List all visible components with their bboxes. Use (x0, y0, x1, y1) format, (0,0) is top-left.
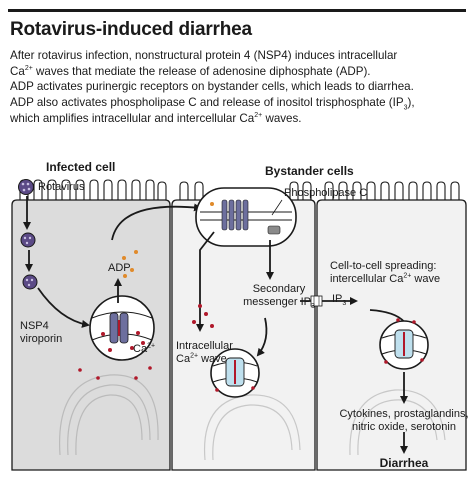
calcium-label: Ca2+ (133, 342, 156, 355)
mediators-label: Cytokines, prostaglandins, nitric oxide,… (339, 408, 469, 433)
cytosolic-calcium (78, 366, 152, 380)
description-line: ADP activates purinergic receptors on by… (10, 80, 414, 94)
ip3-receptor-zoom-1 (210, 348, 260, 398)
phospholipase-label: Phospholipase C (284, 187, 368, 199)
calcium-wave-dots (192, 304, 214, 328)
description-line: ADP also activates phospholipase C and r… (10, 96, 415, 112)
nsp4-arrow (37, 287, 90, 328)
rotavirus-particle (22, 274, 38, 290)
microvilli (179, 181, 312, 200)
cell-to-cell-spreading-label: Cell-to-cell spreading: intercellular Ca… (330, 260, 441, 285)
figure-description: After rotavirus infection, nonstructural… (10, 48, 466, 127)
endoplasmic-reticulum (58, 374, 159, 456)
bystander-cells-label: Bystander cells (265, 164, 354, 178)
description-line: which amplifies intracellular and interc… (10, 111, 302, 125)
secondary-messenger-label: Secondary messenger IP3 (243, 283, 315, 310)
description-line: After rotavirus infection, nonstructural… (10, 49, 398, 62)
description-line: Ca2+ waves that mediate the release of a… (10, 64, 371, 78)
diarrhea-label: Diarrhea (379, 456, 429, 470)
intracellular-wave-label: Intracellular Ca2+ wave (176, 340, 233, 365)
receptor-to-er-arrow (196, 231, 215, 332)
rotavirus-particle (18, 179, 34, 195)
figure-title: Rotavirus-induced diarrhea (10, 19, 252, 40)
adp-molecules (122, 250, 138, 278)
endoplasmic-reticulum (349, 389, 446, 456)
nsp4-viroporin-label: NSP4 viroporin (20, 320, 63, 345)
phospholipase-leader (271, 199, 283, 216)
adp-to-receptor-arrow (111, 203, 202, 241)
rotavirus-label: Rotavirus (38, 181, 85, 193)
ip3-label: IP3 (332, 293, 347, 308)
nsp4-viroporin-zoom (89, 295, 155, 361)
purinergic-receptor-zoom (195, 187, 297, 247)
microvilli (324, 181, 460, 200)
title-rule (8, 9, 466, 12)
adp-label: ADP (108, 262, 131, 274)
bystander-cell-1 (171, 181, 316, 471)
endoplasmic-reticulum (203, 394, 301, 461)
infected-cell-label: Infected cell (46, 160, 116, 174)
ip3-receptor-zoom-2 (379, 318, 429, 370)
ip3-to-er-arrow (256, 317, 268, 357)
rotavirus-particle (20, 232, 36, 248)
gap-junction (310, 295, 323, 307)
